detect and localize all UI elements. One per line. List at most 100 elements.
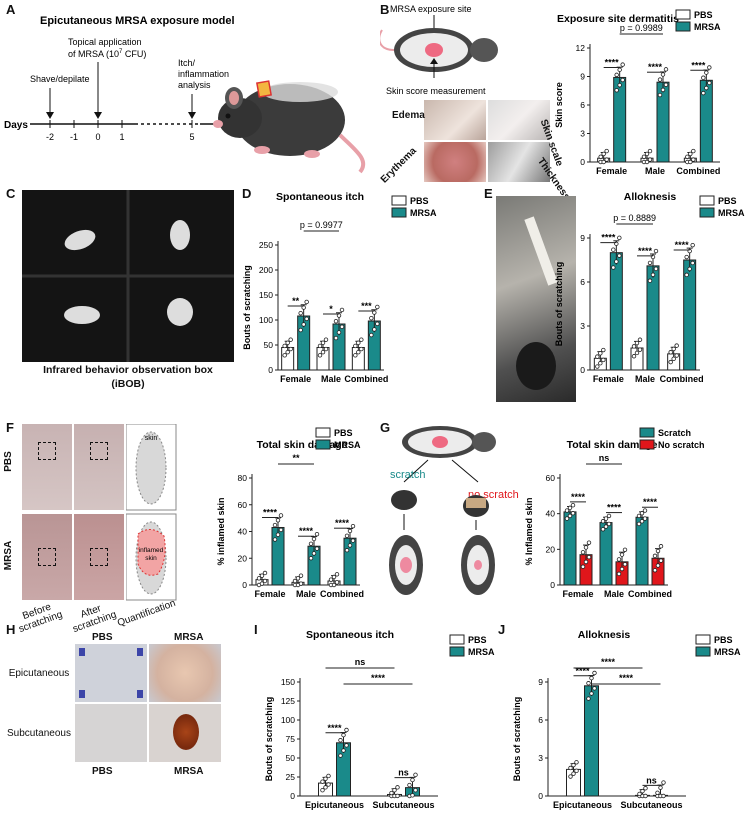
chart-d-legend-label: MRSA <box>410 208 437 218</box>
chart-f-point <box>311 536 317 542</box>
chart-f-point <box>256 576 262 581</box>
chart-d-title: Spontaneous itch <box>276 191 364 203</box>
chart-d-point <box>339 307 345 313</box>
chart-d-ytick-label: 200 <box>259 265 273 275</box>
chart-g-legend-swatch <box>639 439 655 450</box>
panel-label-a: A <box>6 2 16 17</box>
chart-b-ytick-label: 9 <box>580 72 585 82</box>
label-h-sub: Subcutaneous <box>7 728 71 739</box>
chart-f-point <box>262 578 268 584</box>
label-h-pbs-top: PBS <box>92 632 113 643</box>
label-topical-2: of MRSA (107 CFU) <box>68 49 146 59</box>
chart-e-point <box>637 347 643 352</box>
chart-e-ytick-label: 9 <box>580 233 585 243</box>
chart-i-point <box>320 788 325 793</box>
chart-i-cross-label: **** <box>371 673 386 683</box>
chart-j-point <box>661 780 666 785</box>
chart-b-sig-label: **** <box>648 62 663 72</box>
label-h-mrsa-bot: MRSA <box>174 766 204 777</box>
chart-j-point <box>643 793 648 799</box>
chart-e-point <box>614 259 619 264</box>
chart-g-point <box>652 568 658 573</box>
chart-e-sig-label: **** <box>601 233 616 243</box>
chart-b-point <box>691 157 696 162</box>
chart-d-point <box>285 340 290 346</box>
chart-e-point <box>601 357 606 363</box>
panel-label-b: B <box>380 2 390 17</box>
chart-i-legend-swatch <box>449 634 465 645</box>
chart-g-point <box>655 548 661 554</box>
chart-b-point <box>704 85 709 91</box>
chart-f-legend-label: PBS <box>334 428 353 438</box>
chart-j-ytick-label: 9 <box>538 677 543 687</box>
arrow-head-shave <box>46 112 54 119</box>
chart-f-legend-swatch <box>315 427 331 438</box>
chart-d-point <box>301 322 306 327</box>
chart-j-point <box>574 768 579 774</box>
chart-g-point <box>567 505 573 511</box>
chart-b-point <box>704 70 709 75</box>
chart-i-point <box>407 782 412 788</box>
chart-i-point <box>395 793 400 799</box>
label-shave: Shave/depilate <box>30 74 90 84</box>
chart-i-point <box>320 779 325 784</box>
chart-g-point <box>586 540 592 545</box>
chart-g-point <box>570 502 576 508</box>
chart-e-point <box>647 278 653 283</box>
chart-g-category-label: Female <box>562 589 593 599</box>
chart-g-category-label: Male <box>604 589 624 599</box>
chart-g-point <box>567 513 573 519</box>
chart-d-category-label: Combined <box>344 374 388 384</box>
panel-b-illustration: MRSA exposure site Skin score measuremen… <box>380 4 498 96</box>
chart-g-ytick-label: 0 <box>550 580 555 590</box>
chart-b-ytick-label: 3 <box>580 129 585 139</box>
chart-j-ytick-label: 3 <box>538 753 543 763</box>
chart-b-point <box>688 159 693 165</box>
chart-f-sig-label: **** <box>335 518 350 528</box>
chart-i-point <box>413 772 418 778</box>
chart-i-point <box>389 790 394 796</box>
chart-e-bracket-label: p = 0.8889 <box>613 213 656 223</box>
chart-g-point <box>642 508 648 513</box>
chart-j-sig-label: **** <box>575 666 590 676</box>
chart-d-point <box>356 340 361 346</box>
chart-b-point <box>707 65 712 70</box>
chart-d-point <box>298 310 303 316</box>
chart-g-point <box>580 564 586 569</box>
chart-d-legend-label: PBS <box>410 196 429 206</box>
chart-d-point <box>323 337 329 342</box>
chart-i-point <box>344 727 349 733</box>
chart-j-point <box>586 681 591 686</box>
chart-e-legend-swatch <box>699 195 715 206</box>
chart-d-legend-swatch <box>391 207 407 218</box>
chart-d-point <box>285 349 290 355</box>
chart-d-ytick-label: 50 <box>264 340 274 350</box>
chart-i-ytick-label: 25 <box>286 772 296 782</box>
chart-b-point <box>641 154 647 159</box>
chart-d-point <box>359 346 364 352</box>
chart-b-legend-label: PBS <box>694 10 713 20</box>
chart-b-category-label: Male <box>645 166 665 176</box>
chart-e-point <box>671 346 676 352</box>
chart-b-point <box>644 151 650 157</box>
chart-b-title: Exposure site dermatitis <box>557 13 679 25</box>
photo-mrsa-before <box>22 514 72 600</box>
chart-b-point <box>691 148 696 154</box>
chart-b-point <box>657 92 663 98</box>
chart-b-point <box>604 148 609 154</box>
chart-b-point <box>620 62 625 67</box>
chart-e-legend-label: PBS <box>718 196 737 206</box>
chart-d-point <box>333 335 339 341</box>
chart-g-legend-swatch <box>639 427 655 438</box>
chart-i-point <box>392 788 397 793</box>
chart-d-point <box>323 346 329 352</box>
chart-b-sig-label: **** <box>605 57 620 67</box>
chart-b-ytick-label: 12 <box>576 43 586 53</box>
label-h-epi: Epicutaneous <box>8 668 70 679</box>
chart-d-point <box>304 299 309 305</box>
chart-g-point <box>603 524 609 529</box>
chart-d-point <box>320 340 326 346</box>
chart-e-point <box>687 266 692 272</box>
panel-label-d: D <box>242 186 252 201</box>
chart-i-ytick-label: 0 <box>290 791 295 801</box>
